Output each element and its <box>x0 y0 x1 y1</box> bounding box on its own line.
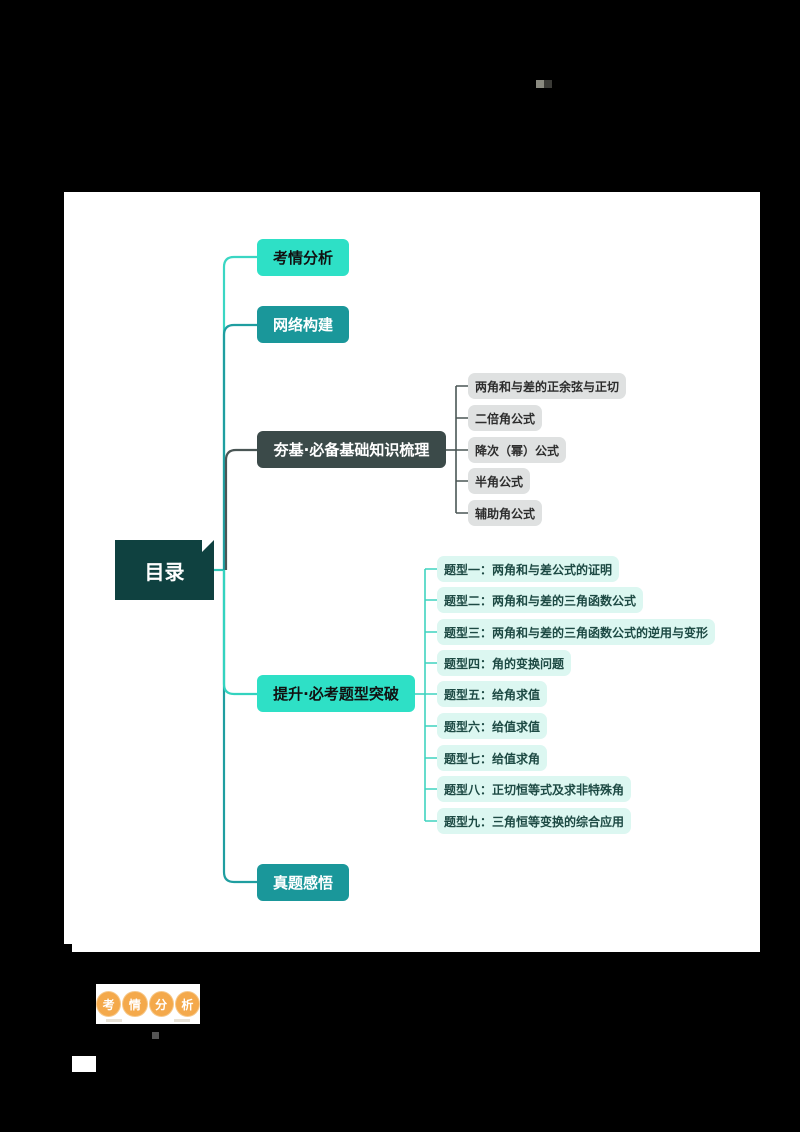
leaf-type-2[interactable]: 题型二：两角和与差的三角函数公式 <box>437 587 644 613</box>
badge-char: 考 <box>96 991 122 1017</box>
leaf-auxiliary-angle[interactable]: 辅助角公式 <box>468 500 543 526</box>
leaf-type-8[interactable]: 题型八：正切恒等式及求非特殊角 <box>437 776 632 802</box>
leaf-double-angle[interactable]: 二倍角公式 <box>468 405 543 431</box>
leaf-sum-diff-formulas[interactable]: 两角和与差的正余弦与正切 <box>468 373 627 399</box>
leaf-label: 题型六：给值求值 <box>444 719 541 734</box>
leaf-type-6[interactable]: 题型六：给值求值 <box>437 713 548 739</box>
branch-label: 提升·必考题型突破 <box>273 685 399 703</box>
branch-exam-analysis[interactable]: 考情分析 <box>257 239 349 276</box>
branch-label: 网络构建 <box>272 316 333 334</box>
mindmap-panel-edge <box>72 944 760 952</box>
leaf-type-1[interactable]: 题型一：两角和与差公式的证明 <box>437 556 620 582</box>
badge-underline <box>106 1019 122 1022</box>
leaf-power-reduction[interactable]: 降次（幂）公式 <box>468 437 567 463</box>
leaf-label: 题型七：给值求角 <box>444 751 541 766</box>
artifact-speck <box>536 80 544 88</box>
branch-network-build[interactable]: 网络构建 <box>257 306 349 343</box>
root-node-contents[interactable]: 目录 <box>115 540 214 600</box>
leaf-label: 题型八：正切恒等式及求非特殊角 <box>444 782 625 797</box>
leaf-type-4[interactable]: 题型四：角的变换问题 <box>437 650 572 676</box>
leaf-half-angle[interactable]: 半角公式 <box>468 468 531 494</box>
badge-char: 析 <box>174 991 200 1017</box>
artifact-box <box>72 1056 96 1072</box>
branch-label: 考情分析 <box>272 249 333 267</box>
root-label: 目录 <box>144 559 185 584</box>
page-fold-icon <box>202 540 214 552</box>
leaf-label: 题型五：给角求值 <box>444 687 541 702</box>
artifact-speck <box>544 80 552 88</box>
leaf-label: 题型二：两角和与差的三角函数公式 <box>444 593 637 608</box>
artifact-speck <box>152 1032 159 1039</box>
branch-real-exam[interactable]: 真题感悟 <box>257 864 349 901</box>
leaf-label: 降次（幂）公式 <box>475 443 560 458</box>
badge-char: 分 <box>148 991 174 1017</box>
branch-question-types[interactable]: 提升·必考题型突破 <box>257 675 415 712</box>
leaf-type-5[interactable]: 题型五：给角求值 <box>437 681 548 707</box>
branch-basic-knowledge[interactable]: 夯基·必备基础知识梳理 <box>257 431 446 468</box>
badge-char: 情 <box>122 991 148 1017</box>
branch-label: 夯基·必备基础知识梳理 <box>273 441 430 459</box>
leaf-label: 辅助角公式 <box>475 506 536 521</box>
leaf-label: 二倍角公式 <box>475 411 536 426</box>
leaf-label: 半角公式 <box>475 474 524 489</box>
leaf-label: 题型三：两角和与差的三角函数公式的逆用与变形 <box>444 625 709 640</box>
section-badge-exam-analysis: 考 情 分 析 <box>96 984 200 1024</box>
leaf-label: 题型一：两角和与差公式的证明 <box>444 562 613 577</box>
branch-label: 真题感悟 <box>272 874 333 892</box>
badge-underline <box>174 1019 190 1022</box>
leaf-type-9[interactable]: 题型九：三角恒等变换的综合应用 <box>437 808 632 834</box>
leaf-label: 两角和与差的正余弦与正切 <box>475 379 620 394</box>
leaf-label: 题型九：三角恒等变换的综合应用 <box>444 814 625 829</box>
leaf-label: 题型四：角的变换问题 <box>444 656 565 671</box>
leaf-type-3[interactable]: 题型三：两角和与差的三角函数公式的逆用与变形 <box>437 619 716 645</box>
leaf-type-7[interactable]: 题型七：给值求角 <box>437 745 548 771</box>
